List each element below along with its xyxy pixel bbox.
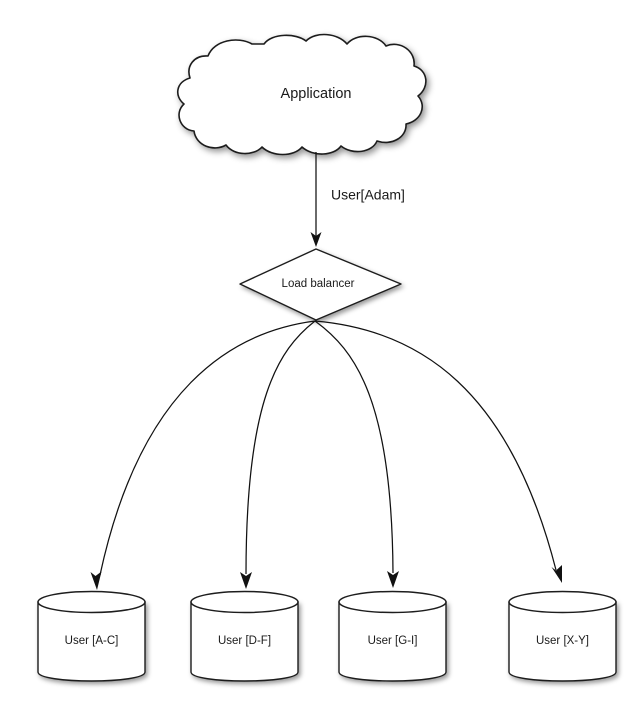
node-load-balancer[interactable]: Load balancer — [239, 248, 402, 321]
edge-arrowhead-app-lb — [310, 232, 322, 247]
edge-arrowhead-lb-db-0 — [90, 571, 102, 590]
cloud-shape — [177, 33, 427, 156]
cylinder-top-2 — [338, 590, 447, 614]
edge-line-lb-db-1 — [245, 320, 316, 575]
node-application[interactable]: Application — [177, 33, 427, 156]
edge-line-lb-db-0 — [99, 320, 316, 576]
cylinder-top-0 — [37, 590, 146, 614]
database-label-1: User [D-F] — [218, 635, 271, 647]
edge-arrowhead-lb-db-3 — [551, 565, 562, 583]
cylinder-body-3 — [508, 601, 617, 682]
cylinder-body-2 — [338, 601, 447, 682]
cylinder-body-1 — [190, 601, 299, 682]
edge-label-user-adam: User[Adam] — [331, 187, 405, 203]
node-database-3[interactable]: User [X-Y] — [508, 590, 617, 682]
cylinder-body-0 — [37, 601, 146, 682]
edge-line-lb-db-2 — [314, 320, 394, 574]
application-label: Application — [281, 86, 352, 102]
edge-application-to-load-balancer: User[Adam] — [310, 152, 405, 247]
edge-line-lb-db-3 — [314, 320, 557, 571]
diamond-shape — [239, 248, 402, 321]
node-database-1[interactable]: User [D-F] — [190, 590, 299, 682]
cylinder-top-1 — [190, 590, 299, 614]
cylinder-top-3 — [508, 590, 617, 614]
database-label-3: User [X-Y] — [536, 635, 589, 647]
load-balancer-label: Load balancer — [282, 278, 355, 290]
edge-arrowhead-lb-db-1 — [240, 572, 252, 589]
edges-load-balancer-to-databases — [90, 320, 562, 590]
edge-arrowhead-lb-db-2 — [387, 571, 399, 588]
database-label-0: User [A-C] — [65, 635, 119, 647]
node-database-2[interactable]: User [G-I] — [338, 590, 447, 682]
node-database-0[interactable]: User [A-C] — [37, 590, 146, 682]
database-label-2: User [G-I] — [368, 635, 418, 647]
